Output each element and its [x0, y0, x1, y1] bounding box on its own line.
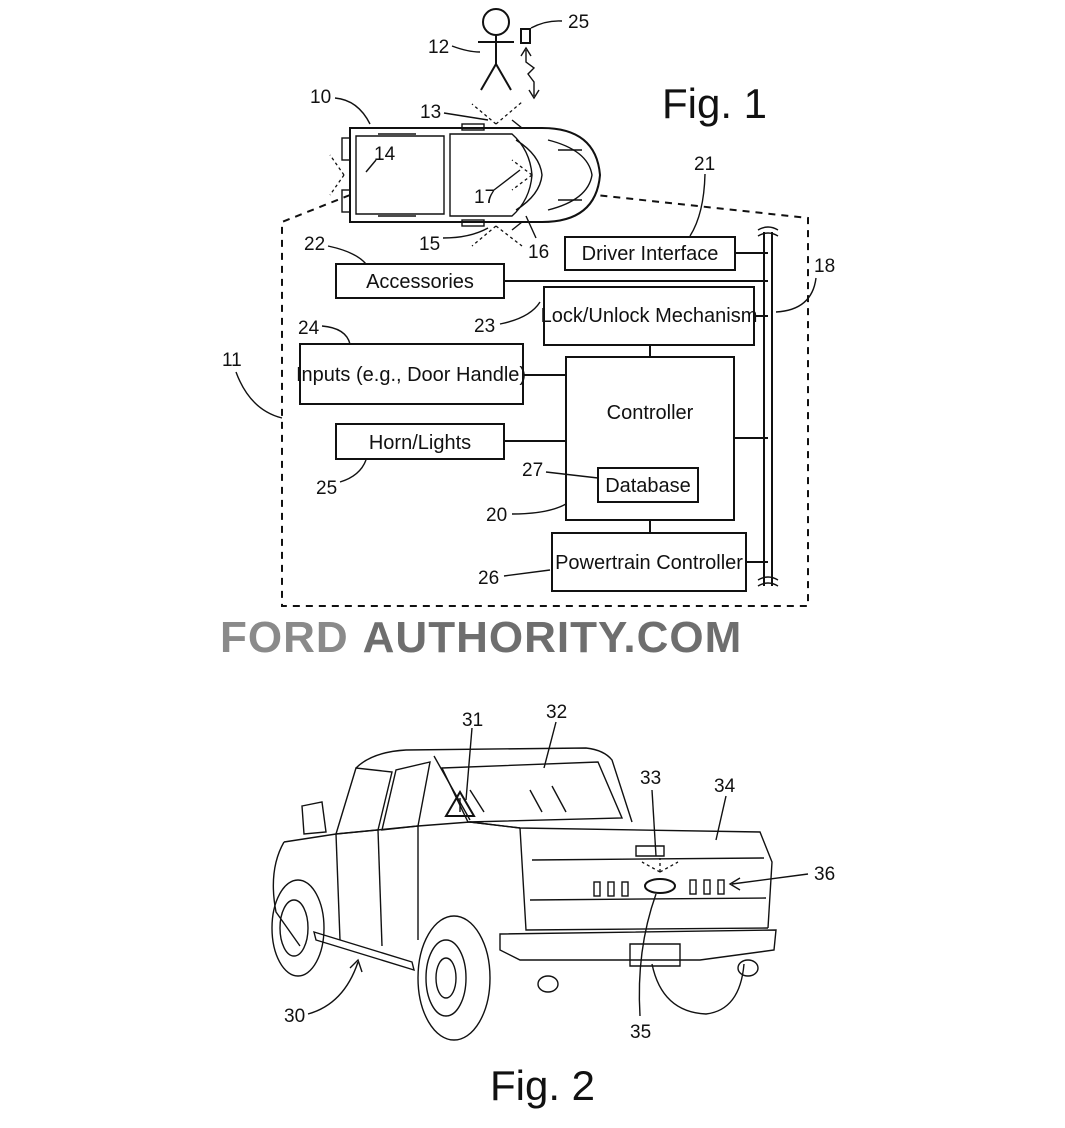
ref-25-fob: 25 — [568, 12, 589, 33]
inputs-box — [299, 343, 524, 405]
leader-21 — [689, 173, 706, 237]
watermark-ford: FORD — [220, 613, 349, 662]
ref-11: 11 — [222, 350, 242, 371]
leader-15 — [442, 227, 489, 239]
ref-23: 23 — [474, 316, 495, 337]
ref-33: 33 — [640, 768, 661, 789]
accessories-box — [335, 263, 505, 299]
ref-26: 26 — [478, 568, 499, 589]
vehicle-bus — [757, 226, 779, 587]
person-figure — [478, 8, 514, 91]
ref-10: 10 — [310, 87, 331, 108]
ref-24: 24 — [298, 318, 320, 339]
controller-label: Controller — [607, 402, 694, 424]
driver-interface-label: Driver Interface — [582, 243, 719, 265]
ref-15: 15 — [419, 234, 440, 255]
leader-33 — [651, 789, 657, 857]
ref-36: 36 — [814, 864, 835, 885]
leader-16 — [525, 215, 537, 239]
vehicle-top-view — [341, 119, 602, 231]
leader-30 — [307, 961, 359, 1015]
leader-27 — [545, 471, 599, 479]
accessories-label: Accessories — [366, 271, 474, 293]
wireless-signal-arrow — [520, 46, 540, 100]
leader-35 — [638, 893, 657, 1017]
powertrain-label: Powertrain Controller — [555, 552, 743, 574]
ref-12: 12 — [428, 37, 449, 58]
leader-26 — [503, 569, 551, 577]
database-box — [597, 467, 699, 503]
inputs-label: Inputs (e.g., Door Handle) — [296, 364, 526, 386]
database-label: Database — [605, 475, 691, 497]
ref-14: 14 — [374, 144, 396, 165]
leader-31 — [465, 727, 473, 801]
watermark-authority: AUTHORITY.COM — [363, 613, 743, 662]
ref-32: 32 — [546, 702, 567, 723]
leader-34 — [715, 795, 727, 841]
ref-31: 31 — [462, 710, 483, 731]
lock-unlock-box — [543, 286, 755, 346]
ref-18: 18 — [814, 256, 835, 277]
leader-18 — [775, 277, 817, 313]
watermark: FORD AUTHORITY.COM — [220, 613, 742, 662]
system-boundary — [281, 194, 809, 607]
ref-22: 22 — [304, 234, 325, 255]
ref-20: 20 — [486, 505, 507, 526]
leader-12 — [451, 45, 481, 53]
leader-14 — [365, 159, 377, 173]
ref-25-horn: 25 — [316, 478, 337, 499]
ref-27: 27 — [522, 460, 543, 481]
horn-lights-box — [335, 423, 505, 460]
key-fob — [520, 28, 531, 44]
leader-36 — [731, 873, 809, 885]
ref-16: 16 — [528, 242, 549, 263]
lock-unlock-label: Lock/Unlock Mechanism — [541, 305, 758, 327]
leader-23 — [499, 301, 541, 325]
leader-17 — [493, 169, 521, 191]
leader-10 — [334, 97, 371, 125]
pickup-truck-rear-view — [271, 747, 777, 1041]
powertrain-box — [551, 532, 747, 592]
leader-22 — [327, 245, 367, 265]
ref-35: 35 — [630, 1022, 651, 1043]
ref-17: 17 — [474, 187, 495, 208]
leader-13 — [443, 112, 489, 121]
leader-32 — [543, 721, 557, 769]
sensor-fields — [329, 101, 533, 247]
leader-20 — [511, 503, 567, 515]
fig1-title: Fig. 1 — [662, 80, 767, 127]
ref-21: 21 — [694, 154, 715, 175]
ref-34: 34 — [714, 776, 736, 797]
ref-13: 13 — [420, 102, 441, 123]
leader-25-horn — [339, 459, 367, 483]
horn-lights-label: Horn/Lights — [369, 432, 471, 454]
ref-30: 30 — [284, 1006, 305, 1027]
leader-24 — [321, 325, 351, 345]
leader-11 — [235, 371, 283, 419]
leader-25-fob — [530, 20, 563, 29]
fig2-title: Fig. 2 — [490, 1062, 595, 1109]
